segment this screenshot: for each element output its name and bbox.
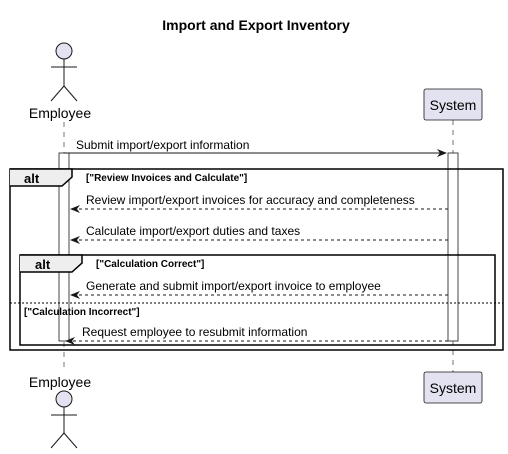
inner-frame-border xyxy=(19,254,496,346)
system-label-top: System xyxy=(430,97,477,113)
outer-frame-tab xyxy=(10,168,73,187)
employee-label-bottom: Employee xyxy=(29,374,91,390)
actor-left-leg xyxy=(50,85,65,102)
actor-right-leg xyxy=(63,432,78,449)
participant-box xyxy=(423,371,483,404)
inner-alt-frame: alt ["Calculation Correct"] xyxy=(19,254,496,346)
outer-frame-border xyxy=(9,168,504,351)
outer-alt-frame: alt ["Review Invoices and Calculate"] xyxy=(9,168,504,351)
employee-actor-top: Employee xyxy=(29,42,91,121)
actor-right-leg xyxy=(63,85,78,102)
message-generate-label: Generate and submit import/export invoic… xyxy=(86,279,381,293)
message-submit-label: Submit import/export information xyxy=(76,138,249,152)
message-request-label: Request employee to resubmit information xyxy=(82,325,307,339)
inner-frame-tab xyxy=(20,254,83,273)
employee-actor-bottom: Employee xyxy=(29,374,91,449)
system-label-bottom: System xyxy=(430,380,477,396)
diagram-title: Import and Export Inventory xyxy=(162,17,350,33)
else-guard: ["Calculation Incorrect"] xyxy=(24,307,140,318)
system-participant-top: System xyxy=(423,88,483,121)
inner-frame-keyword: alt xyxy=(35,257,51,272)
actor-head xyxy=(55,390,73,408)
outer-frame-keyword: alt xyxy=(24,171,40,186)
message-calculate-label: Calculate import/export duties and taxes xyxy=(86,224,300,238)
actor-head xyxy=(55,42,73,60)
employee-label-top: Employee xyxy=(29,105,91,121)
system-participant-bottom: System xyxy=(423,371,483,404)
participant-box xyxy=(423,88,483,121)
system-activation-bar xyxy=(447,152,459,342)
outer-frame-guard: ["Review Invoices and Calculate"] xyxy=(86,173,247,184)
actor-left-leg xyxy=(50,432,65,449)
message-review-label: Review import/export invoices for accura… xyxy=(86,193,415,207)
inner-frame-guard: ["Calculation Correct"] xyxy=(96,259,204,270)
